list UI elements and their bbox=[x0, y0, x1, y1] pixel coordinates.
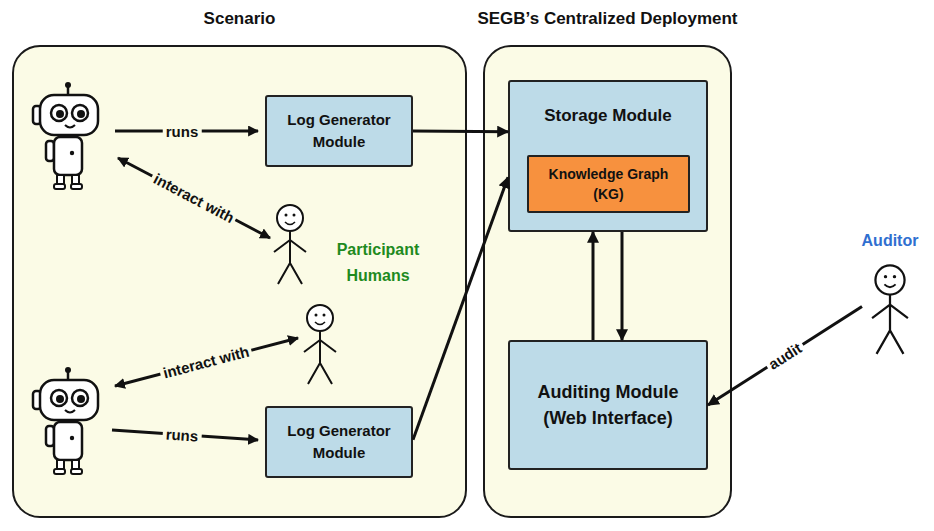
node-label: Storage Module bbox=[510, 106, 706, 126]
robot-icon bbox=[33, 367, 98, 474]
interaction-arrow bbox=[118, 158, 270, 238]
node-label: SEGB’s Centralized Deployment bbox=[445, 9, 770, 29]
storage-box: Storage ModuleKnowledge Graph (KG) bbox=[508, 80, 708, 232]
flow-arrow bbox=[592, 232, 595, 340]
process-box: Log Generator Module bbox=[265, 95, 413, 167]
arrow-label: interact with bbox=[158, 342, 254, 382]
knowledge-graph-box: Knowledge Graph (KG) bbox=[527, 155, 690, 213]
flow-arrow bbox=[413, 130, 508, 134]
flow-arrow bbox=[708, 307, 862, 405]
auditing-box: Auditing Module (Web Interface) bbox=[508, 340, 708, 470]
flow-arrow bbox=[621, 232, 624, 340]
participant-figure bbox=[274, 205, 306, 284]
node-label: Log Generator Module bbox=[275, 420, 403, 464]
flow-arrow bbox=[413, 177, 508, 440]
auditor-figure bbox=[872, 265, 908, 353]
node-label: Log Generator Module bbox=[275, 109, 403, 153]
arrow-label: runs bbox=[162, 425, 202, 445]
arrow-label: runs bbox=[163, 123, 202, 140]
edge-label: audit bbox=[763, 337, 807, 374]
node-label: Auditing Module (Web Interface) bbox=[524, 379, 692, 431]
participant-figure bbox=[304, 305, 336, 384]
node-label: Knowledge Graph (KG) bbox=[537, 164, 680, 204]
robot-icon bbox=[33, 82, 98, 189]
interaction-arrow bbox=[115, 338, 298, 386]
arrow-label: interact with bbox=[148, 168, 239, 227]
deployment-panel: SEGB’s Centralized DeploymentStorage Mod… bbox=[483, 45, 732, 518]
auditor-actor: Auditor bbox=[862, 230, 918, 362]
process-box: Log Generator Module bbox=[265, 406, 413, 478]
node-label: Scenario bbox=[0, 9, 505, 29]
node-label: Auditor bbox=[842, 232, 934, 250]
group-label: Participant Humans bbox=[325, 237, 431, 289]
